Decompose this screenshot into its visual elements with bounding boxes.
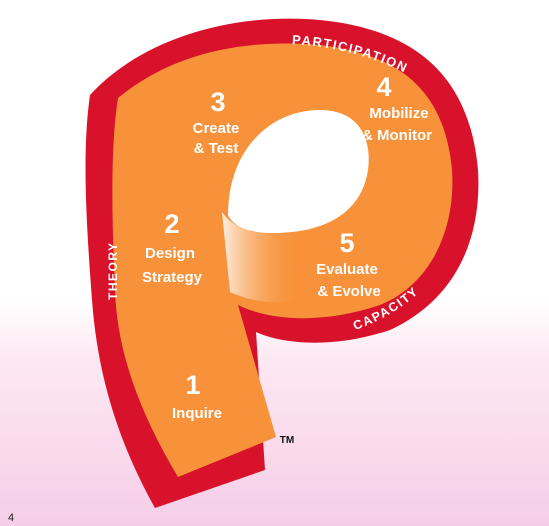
stage-2: 2 Design Strategy bbox=[142, 209, 203, 286]
stage-3-label-line1: Create bbox=[193, 120, 240, 137]
stage-5-label-line2: & Evolve bbox=[317, 283, 380, 300]
stage-3-label-line2: & Test bbox=[194, 140, 239, 157]
p-inner-shade bbox=[222, 212, 300, 303]
stage-5-number: 5 bbox=[339, 228, 354, 258]
stage-4-number: 4 bbox=[376, 72, 391, 102]
stage-4: 4 Mobilize & Monitor bbox=[362, 72, 432, 144]
page-number: 4 bbox=[8, 512, 14, 524]
trademark-mark: TM bbox=[280, 435, 294, 446]
p-inner-hole bbox=[228, 110, 369, 234]
stage-3-number: 3 bbox=[210, 87, 225, 117]
stage-1: 1 Inquire bbox=[172, 370, 222, 422]
stage-1-number: 1 bbox=[185, 370, 200, 400]
stage-4-label-line2: & Monitor bbox=[362, 127, 432, 144]
stage-4-label-line1: Mobilize bbox=[369, 105, 428, 122]
stage-5-label-line1: Evaluate bbox=[316, 261, 378, 278]
stage-2-number: 2 bbox=[164, 209, 179, 239]
stage-2-label-line2: Strategy bbox=[142, 269, 203, 286]
stage-3: 3 Create & Test bbox=[193, 87, 240, 157]
stage-5: 5 Evaluate & Evolve bbox=[316, 228, 381, 300]
stage-1-label-line1: Inquire bbox=[172, 405, 222, 422]
stage-2-label-line1: Design bbox=[145, 245, 195, 262]
band-label-theory: THEORY bbox=[106, 241, 120, 300]
